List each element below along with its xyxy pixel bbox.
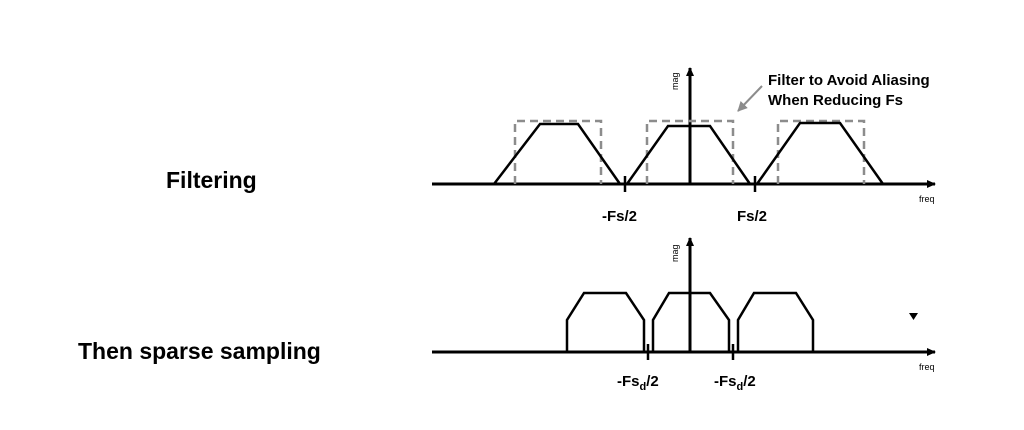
filtering-label: Filtering xyxy=(166,167,257,193)
bottom-tick-left-suffix: /2 xyxy=(646,373,659,390)
annotation-arrow xyxy=(737,85,763,112)
bottom-spectrum-right xyxy=(736,291,815,352)
bottom-spectrum-plot: -Fsd/2 -Fsd/2 mag freq xyxy=(432,237,936,393)
bottom-spectrum-left xyxy=(565,291,646,352)
bottom-tick-right-prefix: -Fs xyxy=(714,373,737,390)
bottom-tick-left-prefix: -Fs xyxy=(617,373,640,390)
bottom-tick-right-sub: d xyxy=(737,381,744,393)
top-y-axis-label: mag xyxy=(670,72,680,90)
top-spectrum-plot: -Fs/2 Fs/2 mag freq Filter to Avoid Alia… xyxy=(432,67,936,225)
triangle-marker-icon xyxy=(909,313,918,320)
top-spectrum-right xyxy=(755,121,885,185)
bottom-tick-left-sub: d xyxy=(640,381,647,393)
bottom-x-axis-label: freq xyxy=(919,362,935,372)
top-filter-box-left xyxy=(513,119,603,184)
top-tick-left-label: -Fs/2 xyxy=(602,208,637,225)
top-tick-right-label: Fs/2 xyxy=(737,208,767,225)
top-spectrum-center xyxy=(625,124,752,185)
top-filter-box-center xyxy=(645,119,735,184)
bottom-spectrum-center xyxy=(651,291,731,352)
bottom-tick-right-label: -Fsd/2 xyxy=(714,373,756,393)
annotation-line-2: When Reducing Fs xyxy=(768,92,903,109)
bottom-tick-left-label: -Fsd/2 xyxy=(617,373,659,393)
annotation-line-1: Filter to Avoid Aliasing xyxy=(768,72,930,89)
top-spectrum-left xyxy=(493,122,622,185)
top-x-axis-label: freq xyxy=(919,194,935,204)
bottom-y-axis-label: mag xyxy=(670,244,680,262)
top-filter-box-right xyxy=(776,119,866,184)
bottom-tick-right-suffix: /2 xyxy=(743,373,756,390)
sparse-sampling-label: Then sparse sampling xyxy=(78,338,321,364)
